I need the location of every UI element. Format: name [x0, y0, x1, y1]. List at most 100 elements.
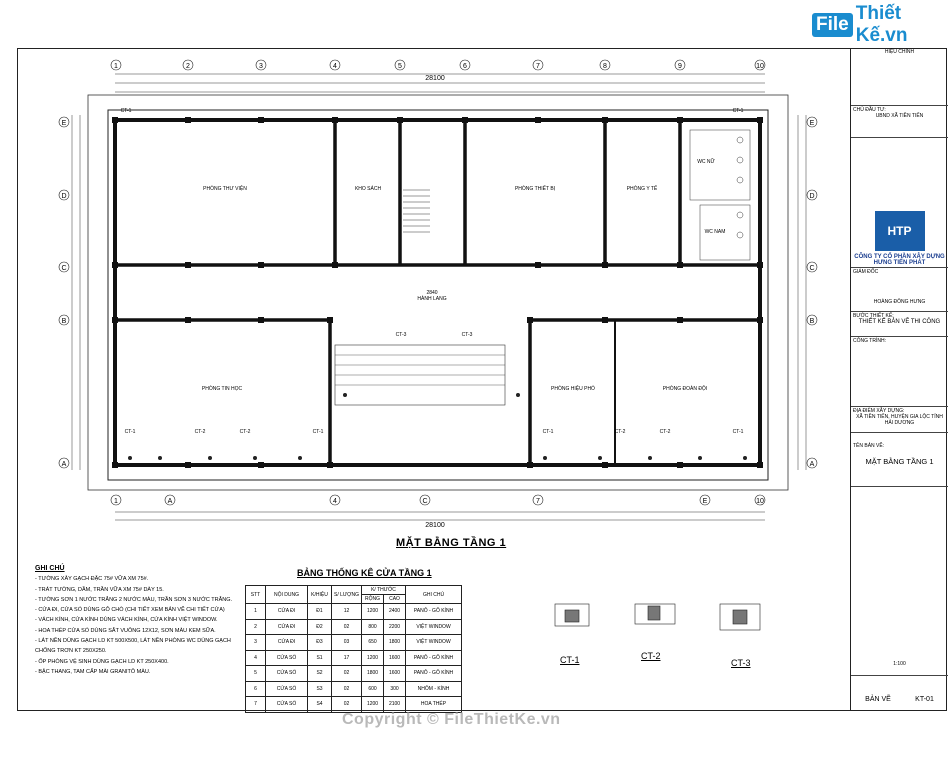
note-item: - VÁCH KÍNH, CỬA KÍNH DÙNG VÁCH KÍNH, CỬ… [35, 617, 218, 624]
outer-outline [107, 109, 769, 481]
svg-text:CT-3: CT-3 [462, 332, 473, 338]
svg-text:1: 1 [114, 63, 118, 70]
col-header: K/ THƯỚC [361, 585, 406, 595]
room-medical: PHÒNG Y TẾ [627, 185, 658, 192]
section-label-ct1: CT-1 [560, 655, 580, 665]
col-header: STT [245, 585, 266, 604]
tb-scale: 1:100 [851, 660, 948, 676]
note-item: CHỐNG TRƠN KT 250X250. [35, 648, 107, 655]
svg-text:A: A [168, 498, 173, 505]
title-block: HIỆU CHỈNH CHỦ ĐẦU TƯ: UBND XÃ TIỀN TIẾN… [850, 48, 948, 711]
svg-text:28100: 28100 [425, 522, 445, 529]
svg-text:28100: 28100 [425, 75, 445, 82]
note-item: - BẬC THANG, TAM CẤP MÀI GRANITÔ MÀU. [35, 668, 151, 675]
col-header: K/HIỆU [307, 585, 332, 604]
company-logo-icon: HTP [874, 211, 925, 251]
room-bookstore: KHO SÁCH [355, 185, 382, 192]
tb-location: ĐỊA ĐIỂM XÂY DỰNG: XÃ TIỀN TIẾN, HUYỆN G… [851, 407, 948, 433]
col-subheader: RỘNG [361, 594, 384, 604]
room-vice-principal: PHÒNG HIỆU PHÓ [551, 384, 595, 392]
svg-text:2: 2 [186, 63, 190, 70]
note-item: - TƯỜNG XÂY GẠCH ĐẶC 75# VỮA XM 75#. [35, 576, 149, 583]
svg-text:2840: 2840 [426, 290, 437, 296]
svg-text:7: 7 [536, 63, 540, 70]
svg-text:7: 7 [536, 498, 540, 505]
tb-project: CÔNG TRÌNH: [851, 337, 948, 407]
room-equipment: PHÒNG THIẾT BỊ [515, 185, 555, 192]
logo-text: Thiết Kế.vn [855, 3, 908, 46]
room-wc-male: WC NAM [705, 229, 726, 235]
axis-top: 1 2 3 4 5 6 7 8 9 10 28100 28100 [110, 59, 766, 529]
plinth-outline [87, 94, 789, 491]
svg-text:D: D [809, 193, 814, 200]
room-wc-female: WC NỮ [697, 158, 715, 165]
svg-text:CT-2: CT-2 [195, 429, 206, 435]
logo-box: File [812, 13, 853, 37]
svg-text:10: 10 [756, 498, 764, 505]
svg-text:CT-1: CT-1 [125, 429, 136, 435]
svg-text:CT-3: CT-3 [396, 332, 407, 338]
svg-text:4: 4 [333, 63, 337, 70]
note-item: - TRÁT TƯỜNG, DẦM, TRẦN VỮA XM 75# DÀY 1… [35, 586, 164, 593]
svg-text:CT-1: CT-1 [121, 108, 132, 114]
svg-text:CT-2: CT-2 [615, 429, 626, 435]
tb-owner: CHỦ ĐẦU TƯ: UBND XÃ TIỀN TIẾN [851, 106, 948, 138]
svg-text:5: 5 [398, 63, 402, 70]
svg-text:10: 10 [756, 63, 764, 70]
note-item: - ỐP PHÒNG VỆ SINH DÙNG GẠCH LD KT 250X4… [35, 658, 169, 665]
planters [128, 393, 747, 460]
note-item: - TƯỜNG SƠN 1 NƯỚC TRẮNG 2 NƯỚC MÀU, TRẦ… [35, 596, 233, 603]
svg-text:CT-2: CT-2 [660, 429, 671, 435]
svg-text:CT-1: CT-1 [543, 429, 554, 435]
exterior-walls [113, 118, 762, 467]
svg-text:D: D [61, 193, 66, 200]
plan-title: MẶT BẰNG TẦNG 1 [396, 537, 507, 549]
svg-text:9: 9 [678, 63, 682, 70]
section-label-ct2: CT-2 [641, 651, 661, 661]
general-notes: GHI CHÚ - TƯỜNG XÂY GẠCH ĐẶC 75# VỮA XM … [35, 564, 245, 677]
col-header: GHI CHÚ [405, 585, 462, 604]
tb-sheet: BẢN VẼ KT-01 [865, 696, 934, 703]
tb-company: HTP CÔNG TY CỔ PHẦN XÂY DỰNG HƯNG TIẾN P… [851, 180, 948, 268]
room-union: PHÒNG ĐOÀN ĐỘI [663, 385, 707, 392]
svg-text:B: B [810, 318, 815, 325]
note-item: - CỬA ĐI, CỬA SỔ DÙNG GỖ CHÒ (CHI TIẾT X… [35, 607, 225, 614]
svg-text:3: 3 [259, 63, 263, 70]
tb-director: GIÁM ĐỐC HOÀNG ĐÔNG HƯNG [851, 268, 948, 312]
col-header: S/ LƯỢNG [331, 585, 362, 604]
svg-text:C: C [61, 265, 66, 272]
room-library: PHÒNG THƯ VIỆN [203, 184, 247, 192]
drawing-sheet [17, 48, 947, 711]
tb-drawing-name: TÊN BẢN VẼ: MẶT BẰNG TẦNG 1 [851, 442, 948, 487]
svg-text:E: E [810, 120, 815, 127]
svg-text:A: A [62, 461, 67, 468]
svg-text:4: 4 [333, 498, 337, 505]
tb-revision: HIỆU CHỈNH [851, 48, 948, 106]
door-schedule-table: STT NỘI DUNG K/HIỆU S/ LƯỢNG K/ THƯỚC GH… [245, 585, 462, 713]
svg-text:CT-1: CT-1 [733, 108, 744, 114]
svg-text:CT-1: CT-1 [313, 429, 324, 435]
stair [403, 189, 430, 233]
axis-left: E D C B A E D C B A [58, 116, 818, 469]
svg-text:E: E [62, 120, 67, 127]
section-details [554, 603, 761, 631]
axis-bottom: 1 A 4 C 7 E 10 [110, 494, 766, 506]
col-subheader: CAO [383, 594, 406, 604]
wc-fixtures [689, 129, 751, 261]
svg-text:1: 1 [114, 498, 118, 505]
svg-text:CT-2: CT-2 [240, 429, 251, 435]
svg-text:E: E [703, 498, 708, 505]
site-logo[interactable]: File Thiết Kế.vn [812, 3, 950, 46]
note-item: - LÁT NỀN DÙNG GẠCH LD KT 500X500, LÁT N… [35, 638, 231, 645]
svg-text:B: B [62, 318, 67, 325]
svg-text:C: C [809, 265, 814, 272]
section-label-ct3: CT-3 [731, 658, 751, 668]
